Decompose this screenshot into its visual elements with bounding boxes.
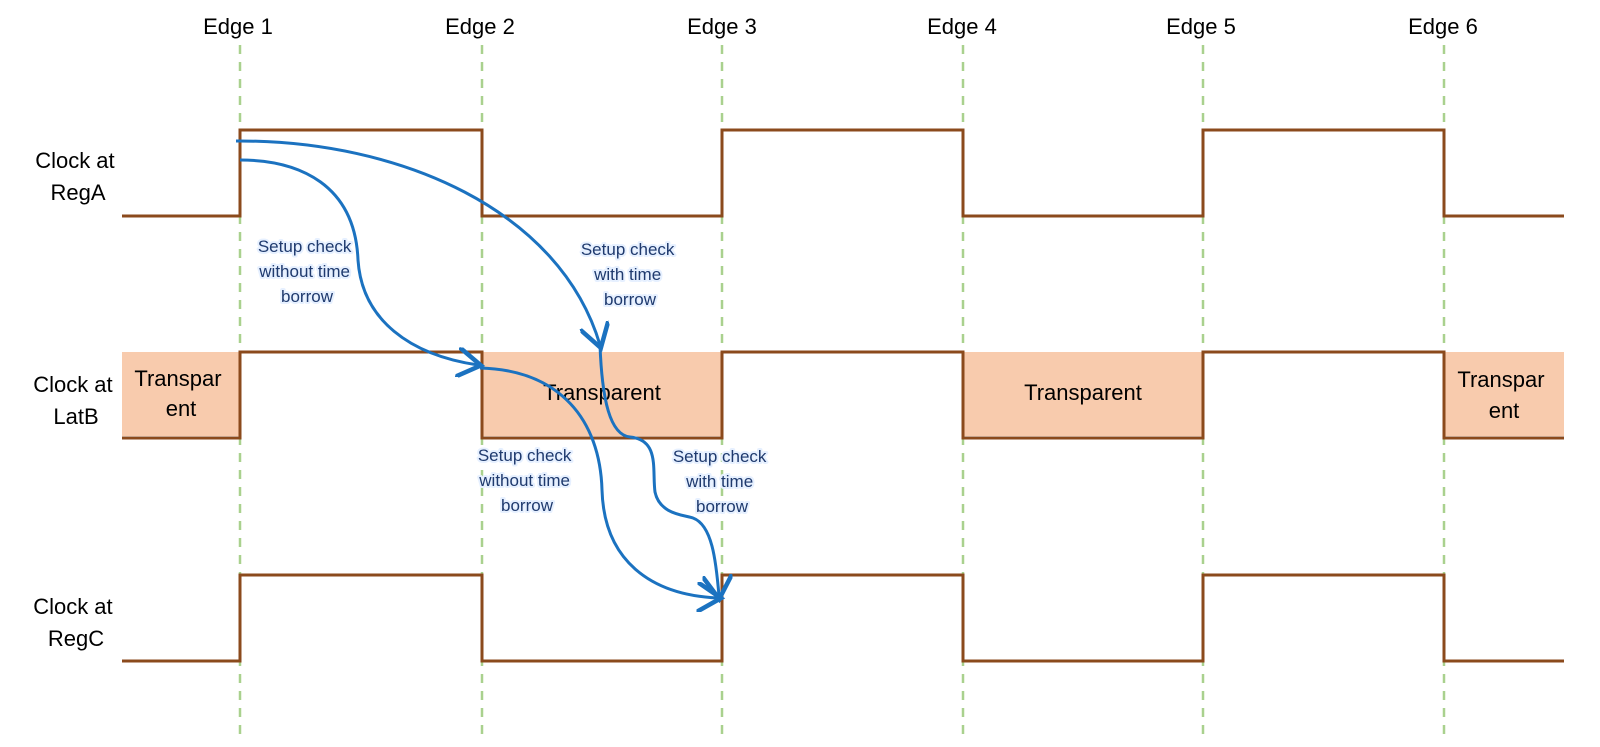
- transparent-label-4: Transpar ent: [1457, 367, 1550, 423]
- annotation-rega-latb-with-borrow: Setup check with time borrow: [581, 240, 679, 309]
- waveform-rega: [122, 128, 1564, 218]
- edge-label-4: Edge 4: [927, 14, 997, 39]
- transparent-windows: [122, 352, 1564, 436]
- transparent-window-4: [1444, 352, 1564, 436]
- annotation-latb-regc-without-borrow: Setup check without time borrow: [478, 446, 576, 515]
- edge-guides: [238, 45, 1446, 735]
- arrow-rega-to-latb-without-borrow: [239, 158, 478, 365]
- edge-label-2: Edge 2: [445, 14, 515, 39]
- edge-label-6: Edge 6: [1408, 14, 1478, 39]
- transparent-label-1: Transpar ent: [134, 366, 227, 421]
- signal-label-rega: Clock at RegA: [35, 148, 121, 205]
- waveforms: [122, 128, 1564, 663]
- waveform-latb: [122, 350, 1564, 440]
- edge-label-3: Edge 3: [687, 14, 757, 39]
- annotation-rega-latb-without-borrow: Setup check without time borrow: [258, 237, 356, 306]
- transparent-label-3: Transparent: [1024, 380, 1142, 405]
- signal-label-regc: Clock at RegC: [33, 594, 119, 651]
- timing-arrows: [235, 139, 719, 598]
- arrow-rega-to-latb-with-borrow: [235, 139, 600, 345]
- arrow-latb-to-regc-with-borrow: [598, 344, 719, 596]
- signal-labels: Clock at RegA Clock at LatB Clock at Reg…: [33, 148, 121, 651]
- transparent-window-1: [122, 352, 240, 436]
- arrow-latb-to-regc-without-borrow: [479, 366, 718, 598]
- edge-label-5: Edge 5: [1166, 14, 1236, 39]
- timing-annotations: Setup check without time borrow Setup ch…: [256, 235, 771, 518]
- edge-labels: Edge 1 Edge 2 Edge 3 Edge 4 Edge 5 Edge …: [203, 14, 1478, 39]
- signal-label-latb: Clock at LatB: [33, 372, 119, 429]
- transparent-labels: Transpar ent Transparent Transparent Tra…: [134, 366, 1550, 423]
- edge-label-1: Edge 1: [203, 14, 273, 39]
- waveform-regc: [122, 573, 1564, 663]
- transparent-window-3: [963, 352, 1203, 436]
- annotation-latb-regc-with-borrow: Setup check with time borrow: [673, 447, 771, 516]
